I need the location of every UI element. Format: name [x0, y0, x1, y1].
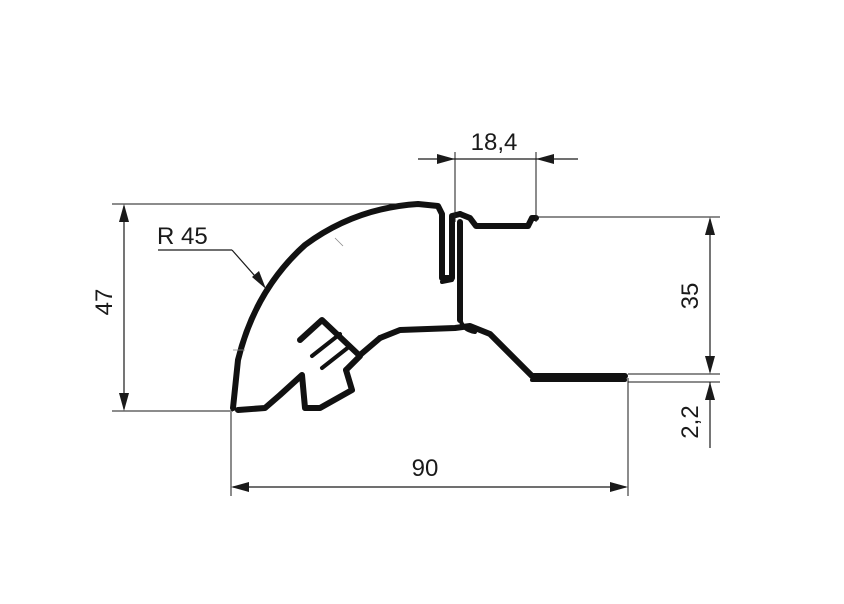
- outer-arc: [230, 201, 463, 411]
- lower-inner-edge: [357, 335, 383, 358]
- radius-arrow: [252, 271, 266, 289]
- dim-radius: R 45: [157, 223, 266, 289]
- dim-90: 90: [230, 378, 629, 496]
- arrow-down: [705, 356, 715, 374]
- inner-web: [440, 214, 454, 284]
- stem-junction: [458, 316, 477, 334]
- label-90: 90: [412, 455, 439, 482]
- label-47: 47: [91, 289, 118, 316]
- label-2-2: 2,2: [677, 405, 704, 438]
- dim-18-4: 18,4: [418, 129, 578, 222]
- top-channel: [457, 211, 539, 229]
- label-radius: R 45: [157, 223, 208, 250]
- clip-stem: [235, 367, 355, 413]
- dim-47: 47: [91, 203, 420, 412]
- arc-tick: [334, 237, 344, 247]
- arrow-left: [437, 154, 455, 164]
- arrow-right: [610, 482, 628, 492]
- diagonal-web: [377, 323, 628, 379]
- arrow-up: [705, 382, 715, 400]
- clip-finger-1: [297, 317, 363, 373]
- label-35: 35: [677, 283, 704, 310]
- clip-finger-2: [310, 332, 342, 358]
- arrow-left: [231, 482, 249, 492]
- arrow-down: [119, 393, 129, 411]
- arrow-up: [705, 217, 715, 235]
- profile-outline: [230, 201, 628, 413]
- arc-ticks: [233, 237, 344, 351]
- arrow-up: [119, 204, 129, 222]
- clip-finger-3: [320, 344, 352, 370]
- label-18-4: 18,4: [471, 129, 518, 156]
- dim-35: 35: [536, 216, 720, 375]
- arrow-right: [536, 154, 554, 164]
- dim-2-2: 2,2: [628, 381, 720, 448]
